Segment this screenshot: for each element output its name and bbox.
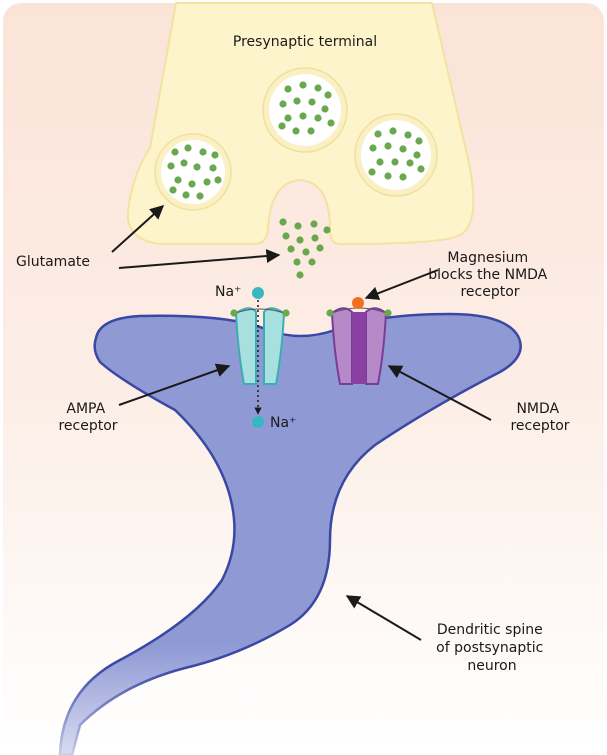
spine-label-line2: of postsynaptic xyxy=(436,640,543,656)
nmda-label: NMDA receptor xyxy=(510,401,569,434)
magnesium-label: Magnesium blocks the NMDA receptor xyxy=(428,250,551,300)
ampa-receptor xyxy=(230,307,290,385)
vesicle-right xyxy=(354,113,438,197)
spine-label-line3: neuron xyxy=(467,658,516,674)
ampa-label-line1: AMPA xyxy=(66,401,105,417)
sodium-ion-bottom xyxy=(252,416,264,428)
nmda-label-line2: receptor xyxy=(510,418,569,434)
magnesium-ion xyxy=(352,297,364,309)
nmda-label-line1: NMDA xyxy=(516,401,559,417)
ampa-arrow xyxy=(118,363,231,406)
glutamate-label: Glutamate xyxy=(16,254,90,270)
glutamate-arrow-cleft xyxy=(118,249,281,269)
magnesium-arrow xyxy=(364,269,439,300)
ampa-label: AMPA receptor xyxy=(58,401,117,434)
glutamate-molecules xyxy=(167,81,425,279)
vesicle-top xyxy=(262,67,348,153)
sodium-label-top: Na⁺ xyxy=(215,284,241,300)
vesicle-left xyxy=(154,133,232,211)
sodium-label-bottom: Na⁺ xyxy=(270,415,296,431)
glutamate-arrow-vesicle xyxy=(111,205,165,253)
presynaptic-terminal-label: Presynaptic terminal xyxy=(233,34,377,50)
spine-label-line1: Dendritic spine xyxy=(437,622,543,638)
magnesium-label-line2: blocks the NMDA xyxy=(428,267,547,283)
sodium-ion-top xyxy=(252,287,264,299)
spine-arrow xyxy=(345,595,422,641)
ampa-label-line2: receptor xyxy=(58,418,117,434)
magnesium-label-line1: Magnesium xyxy=(447,250,528,266)
magnesium-label-line3: receptor xyxy=(460,284,519,300)
nmda-arrow xyxy=(387,365,492,421)
spine-label: Dendritic spine of postsynaptic neuron xyxy=(436,622,548,674)
